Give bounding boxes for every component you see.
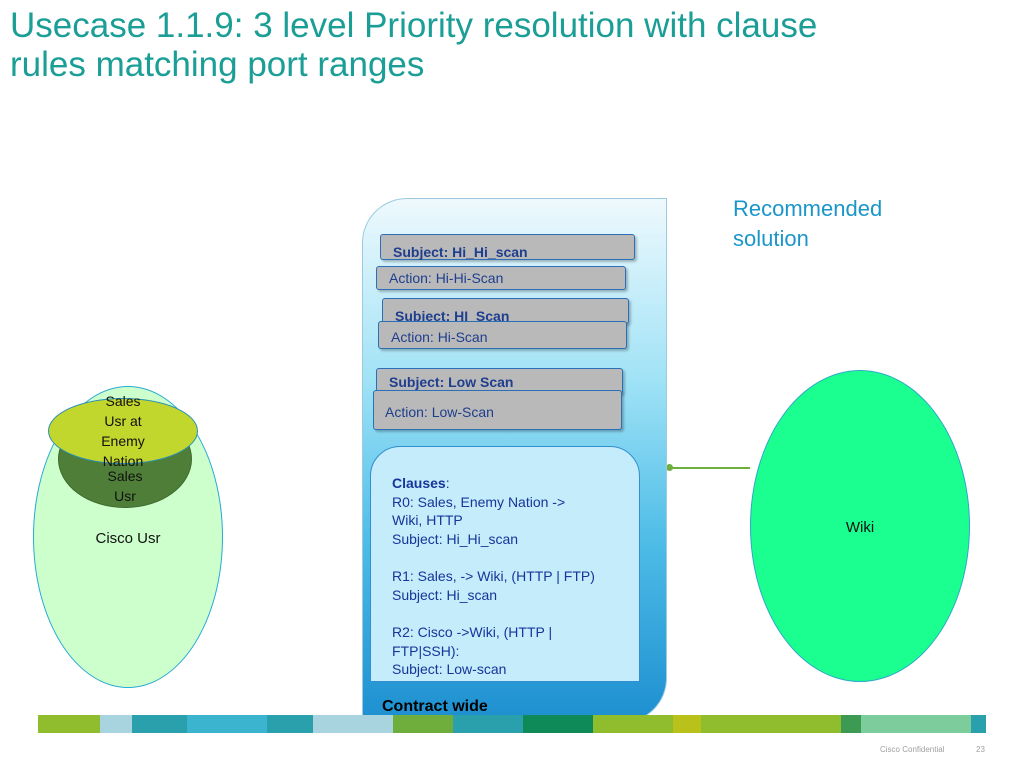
clause-r1: R1: Sales, -> Wiki, (HTTP | FTP) Subject… [392,567,629,604]
connector-dot [666,464,673,471]
clause-r0: R0: Sales, Enemy Nation -> Wiki, HTTP Su… [392,493,629,549]
action-low-scan: Action: Low-Scan [373,390,622,430]
title-line-2: rules matching port ranges [10,45,425,84]
footer-bar-segment [523,715,593,733]
clause-r2: R2: Cisco ->Wiki, (HTTP | FTP|SSH): Subj… [392,623,629,679]
enemy-line-1: Sales [105,393,141,409]
slide-title: Usecase 1.1.9: 3 level Priority resoluti… [10,6,1010,84]
enemy-nation-label: Sales Usr at Enemy Nation [88,391,158,471]
enemy-nation-ellipse [48,398,198,464]
enemy-line-4: Nation [102,453,144,469]
wiki-ellipse [750,370,970,682]
clause-r1-line-2: Subject: Hi_scan [392,586,498,603]
sales-usr-label: Sales Usr [93,466,157,506]
enemy-line-2: Usr at [104,413,142,429]
contract-wide-label: Contract wide [382,698,488,715]
action-hi-hi-scan: Action: Hi-Hi-Scan [376,266,626,290]
footer-bar-segment [971,715,986,733]
action-hi-scan: Action: Hi-Scan [378,321,627,349]
enemy-line-3: Enemy [101,433,145,449]
footer-bar-segment [673,715,701,733]
recommended-solution-label: Recommended solution [733,194,933,254]
recommended-line-2: solution [733,226,809,251]
clause-r0-line-1: R0: Sales, Enemy Nation -> [392,493,566,510]
footer-color-bar [38,715,986,733]
clause-r0-line-2: Wiki, HTTP [392,512,463,528]
cisco-usr-label: Cisco Usr [95,530,161,547]
footer-bar-segment [38,715,100,733]
footer-bar-segment [841,715,861,733]
title-line-1: Usecase 1.1.9: 3 level Priority resoluti… [10,6,818,45]
footer-bar-segment [453,715,523,733]
subject-hi-hi-scan: Subject: Hi_Hi_scan [380,234,635,260]
clauses-heading-colon: : [445,475,450,491]
clause-r1-line-1: R1: Sales, -> Wiki, (HTTP | FTP) [392,568,595,584]
footer-bar-segment [267,715,313,733]
footer-bar-segment [393,715,453,733]
clause-r0-line-3: Subject: Hi_Hi_scan [392,530,519,547]
page-number: 23 [976,745,985,754]
footer-bar-segment [701,715,841,733]
cisco-confidential-label: Cisco Confidential [880,745,945,754]
footer-bar-segment [861,715,971,733]
subject-low-scan: Subject: Low Scan [376,368,623,394]
sales-usr-line-1: Sales [107,468,143,484]
recommended-line-1: Recommended [733,196,883,221]
clause-r2-line-3: Subject: Low-scan [392,661,507,677]
footer-bar-segment [593,715,673,733]
clause-r2-line-2: FTP|SSH): [392,642,460,659]
footer-bar-segment [313,715,393,733]
wiki-label: Wiki [845,519,875,536]
footer-bar-segment [100,715,132,733]
sales-usr-line-2: Usr [114,488,136,504]
clauses-heading: Clauses [392,475,446,491]
clause-r2-line-1: R2: Cisco ->Wiki, (HTTP | [392,624,553,640]
footer-bar-segment [187,715,267,733]
footer-bar-segment [132,715,187,733]
clauses-box: Clauses: R0: Sales, Enemy Nation -> Wiki… [370,446,640,682]
contract-wiki-connector [664,467,750,469]
subject-hi-scan: Subject: HI_Scan [382,298,629,324]
